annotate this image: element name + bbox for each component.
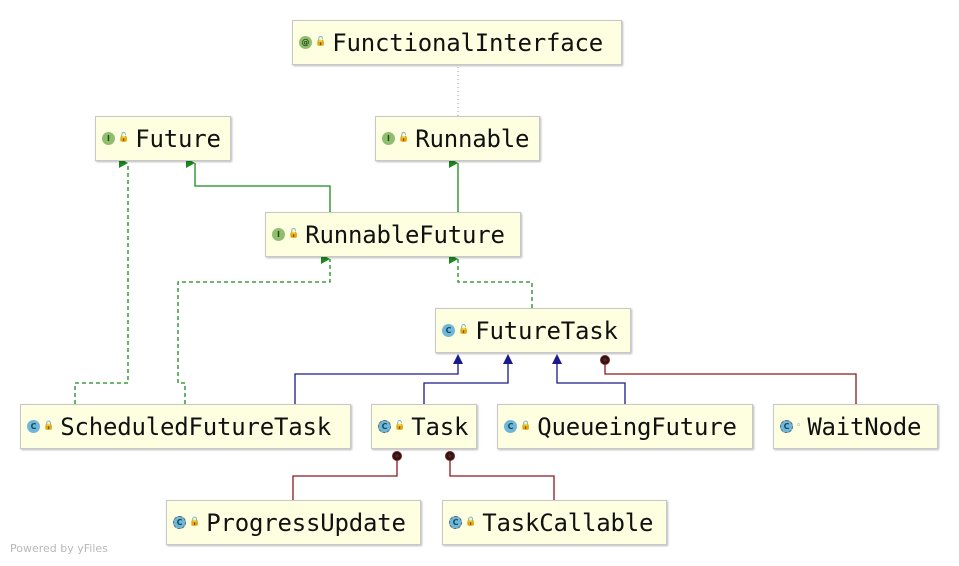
private-access-icon: 🔒 (465, 517, 477, 527)
public-access-icon: 🔓 (118, 133, 130, 143)
public-access-icon: 🔓 (288, 229, 300, 239)
edge-runnable-future-to-future (186, 158, 331, 212)
edge-task-callable-to-task (449, 458, 555, 500)
annotation-type-icon: @ (299, 36, 312, 49)
edge-scheduled-future-task-to-runnable-future (177, 254, 331, 404)
node-runnable[interactable]: I 🔓 Runnable (375, 116, 540, 161)
node-progress-update[interactable]: C 🔒 ProgressUpdate (166, 500, 421, 545)
edge-scheduled-future-task-to-future-task (294, 364, 459, 404)
edge-queueing-future-to-future-task (556, 364, 626, 404)
private-access-icon: 🔒 (520, 421, 532, 431)
node-future-task[interactable]: C 🔓 FutureTask (435, 308, 631, 353)
node-functional-interface[interactable]: @ 🔓 FunctionalInterface (292, 20, 622, 65)
edge-scheduled-future-task-to-future (74, 158, 129, 404)
extends-arrowhead (552, 354, 562, 364)
public-access-icon: 🔓 (315, 37, 327, 47)
node-label: Task (411, 412, 469, 441)
class-type-icon: C (504, 420, 517, 433)
node-task[interactable]: C 🔓 Task (371, 404, 477, 449)
node-scheduled-future-task[interactable]: C 🔒 ScheduledFutureTask (20, 404, 351, 449)
public-access-icon: 🔓 (398, 133, 410, 143)
watermark: Powered by yFiles (10, 542, 108, 555)
node-label: QueueingFuture (537, 412, 737, 441)
interface-type-icon: I (102, 132, 115, 145)
static-class-type-icon: C (449, 516, 462, 529)
node-label: FunctionalInterface (332, 28, 603, 57)
node-task-callable[interactable]: C 🔒 TaskCallable (442, 500, 667, 545)
static-class-type-icon: C (780, 420, 793, 433)
node-label: Future (135, 124, 221, 153)
public-access-icon: 🔓 (458, 325, 470, 335)
node-label: Runnable (415, 124, 530, 153)
node-label: WaitNode (807, 412, 922, 441)
package-access-icon: ◦ (796, 421, 802, 431)
node-queueing-future[interactable]: C 🔒 QueueingFuture (497, 404, 753, 449)
edge-task-to-future-task (423, 364, 509, 404)
extends-arrowhead (503, 354, 513, 364)
node-label: TaskCallable (482, 508, 654, 537)
node-label: ProgressUpdate (206, 508, 406, 537)
node-runnable-future[interactable]: I 🔓 RunnableFuture (265, 212, 521, 257)
edge-progress-update-to-task (292, 458, 398, 500)
node-wait-node[interactable]: C ◦ WaitNode (773, 404, 938, 449)
extends-arrowhead (453, 354, 463, 364)
edge-wait-node-to-future-task (604, 362, 857, 404)
private-access-icon: 🔒 (189, 517, 201, 527)
class-type-icon: C (27, 420, 40, 433)
interface-type-icon: I (382, 132, 395, 145)
node-label: RunnableFuture (305, 220, 505, 249)
node-label: ScheduledFutureTask (60, 412, 331, 441)
node-future[interactable]: I 🔓 Future (95, 116, 231, 161)
static-class-type-icon: C (173, 516, 186, 529)
interface-type-icon: I (272, 228, 285, 241)
public-access-icon: 🔓 (394, 421, 406, 431)
class-type-icon: C (442, 324, 455, 337)
private-access-icon: 🔒 (43, 421, 55, 431)
edge-future-task-to-runnable-future (449, 254, 533, 308)
static-class-type-icon: C (378, 420, 391, 433)
node-label: FutureTask (475, 316, 618, 345)
